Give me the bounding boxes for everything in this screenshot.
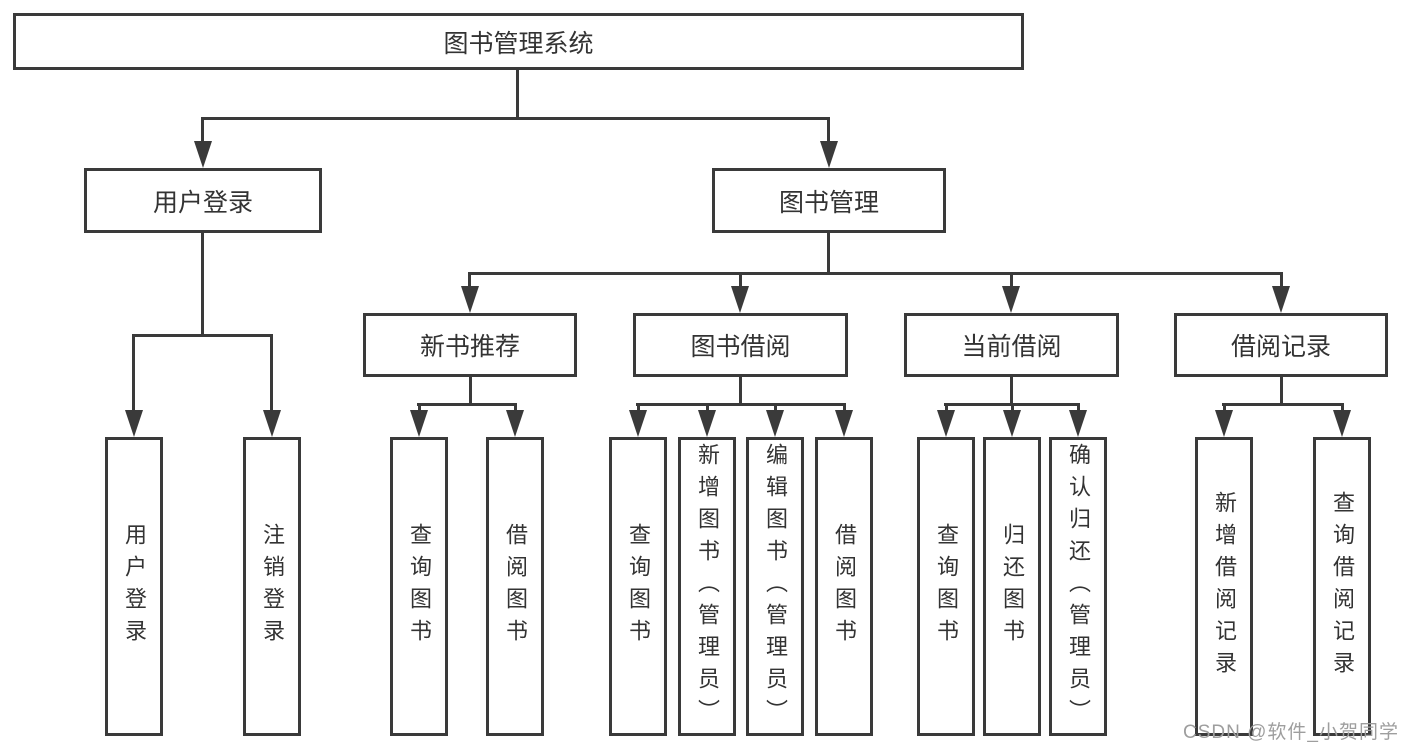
connector-leaf-stem [945, 403, 948, 414]
arrow-down-icon [263, 410, 281, 437]
connector-leaf-stem [774, 403, 777, 414]
connector-leaf-stem [270, 334, 273, 414]
connector-leaf-stem [706, 403, 709, 414]
arrow-down-icon [125, 410, 143, 437]
arrow-down-icon [698, 410, 716, 437]
connector-level3-stem [1280, 272, 1283, 289]
node-label: 查询图书 [407, 522, 432, 651]
connector-book-borrow-down [739, 377, 742, 405]
node-borrowing-records: 借阅记录 [1174, 313, 1388, 377]
arrow-down-icon [461, 286, 479, 313]
connector-level3-stem [1010, 272, 1013, 289]
connector-level3-rail [468, 272, 1282, 275]
arrow-down-icon [629, 410, 647, 437]
node-borrow-books-recommend: 借阅图书 [486, 437, 544, 736]
node-user-login-leaf: 用户登录 [105, 437, 163, 736]
arrow-down-icon [820, 141, 838, 168]
node-label: 图书管理系统 [443, 29, 594, 58]
connector-leaf-stem [1077, 403, 1080, 414]
node-library-management-system: 图书管理系统 [13, 13, 1024, 70]
connector-new-book-rail [417, 403, 517, 406]
connector-book-mgmt-stem [827, 117, 830, 144]
node-add-books-admin: 新增图书（管理员） [678, 437, 736, 736]
node-edit-books-admin: 编辑图书（管理员） [746, 437, 804, 736]
connector-current-borrow-down [1010, 377, 1013, 405]
arrow-down-icon [506, 410, 524, 437]
arrow-down-icon [766, 410, 784, 437]
node-borrow-books: 借阅图书 [815, 437, 873, 736]
connector-leaf-stem [1341, 403, 1344, 414]
node-confirm-return-admin: 确认归还（管理员） [1049, 437, 1107, 736]
arrow-down-icon [731, 286, 749, 313]
connector-book-mgmt-down [827, 233, 830, 274]
node-label: 图书管理 [778, 188, 879, 217]
watermark: CSDN @软件_小贺同学 [1183, 722, 1399, 743]
connector-user-login-stem [201, 117, 204, 144]
arrow-down-icon [1272, 286, 1290, 313]
connector-user-login-down [201, 233, 204, 336]
node-query-books-current: 查询图书 [917, 437, 975, 736]
connector-leaf-stem [637, 403, 640, 414]
node-label: 查询图书 [626, 522, 651, 651]
connector-leaf-stem [1011, 403, 1014, 414]
node-book-borrowing: 图书借阅 [633, 313, 848, 377]
arrow-down-icon [1215, 410, 1233, 437]
node-label: 编辑图书（管理员） [763, 442, 788, 731]
connector-leaf-stem [132, 334, 135, 414]
node-query-borrow-record: 查询借阅记录 [1313, 437, 1371, 736]
connector-user-login-rail [132, 334, 273, 337]
node-new-book-recommendation: 新书推荐 [363, 313, 577, 377]
connector-borrow-record-down [1280, 377, 1283, 405]
connector-root-stub [516, 70, 519, 118]
node-label: 确认归还（管理员） [1066, 442, 1091, 731]
node-logout: 注销登录 [243, 437, 301, 736]
arrow-down-icon [194, 141, 212, 168]
connector-book-borrow-rail [636, 403, 846, 406]
arrow-down-icon [1333, 410, 1351, 437]
connector-leaf-stem [1223, 403, 1226, 414]
node-label: 新增图书（管理员） [695, 442, 720, 731]
arrow-down-icon [1003, 410, 1021, 437]
node-current-borrowing: 当前借阅 [904, 313, 1119, 377]
arrow-down-icon [1069, 410, 1087, 437]
node-label: 新书推荐 [419, 333, 520, 361]
node-label: 归还图书 [1000, 522, 1025, 651]
node-label: 新增借阅记录 [1212, 490, 1237, 683]
node-label: 当前借阅 [961, 333, 1062, 361]
connector-level3-stem [468, 272, 471, 289]
arrow-down-icon [410, 410, 428, 437]
node-label: 查询借阅记录 [1330, 490, 1355, 683]
node-label: 用户登录 [152, 188, 253, 217]
node-label: 借阅图书 [832, 522, 857, 651]
connector-leaf-stem [418, 403, 421, 414]
node-add-borrow-record: 新增借阅记录 [1195, 437, 1253, 736]
node-query-books-borrow: 查询图书 [609, 437, 667, 736]
node-label: 图书借阅 [690, 333, 791, 361]
node-label: 用户登录 [122, 522, 147, 651]
node-label: 借阅图书 [503, 522, 528, 651]
connector-borrow-record-rail [1222, 403, 1344, 406]
node-label: 借阅记录 [1230, 333, 1331, 361]
arrow-down-icon [937, 410, 955, 437]
node-user-login: 用户登录 [84, 168, 322, 233]
connector-leaf-stem [843, 403, 846, 414]
node-label: 查询图书 [934, 522, 959, 651]
connector-level2-rail [201, 117, 830, 120]
node-book-management: 图书管理 [712, 168, 946, 233]
node-label: 注销登录 [260, 522, 285, 651]
arrow-down-icon [1002, 286, 1020, 313]
connector-level3-stem [739, 272, 742, 289]
connector-leaf-stem [514, 403, 517, 414]
connector-new-book-down [469, 377, 472, 405]
node-query-books-recommend: 查询图书 [390, 437, 448, 736]
arrow-down-icon [835, 410, 853, 437]
node-return-books: 归还图书 [983, 437, 1041, 736]
